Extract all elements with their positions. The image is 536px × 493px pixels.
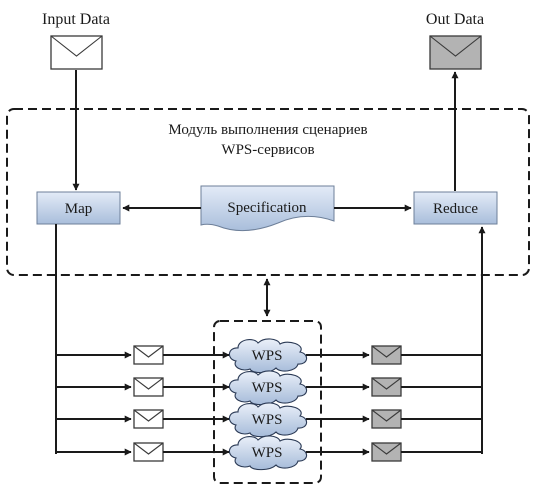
wps-cloud-icon (228, 435, 308, 471)
result-envelope-icon (371, 377, 402, 397)
module-title-line1: Модуль выполнения сценариев (168, 122, 367, 138)
result-envelope-icon (371, 442, 402, 462)
output-envelope-icon (429, 35, 482, 70)
message-envelope-icon (133, 442, 164, 462)
output-data-label: Out Data (426, 11, 484, 28)
wps-row: WPS (56, 370, 482, 406)
result-envelope-icon (371, 409, 402, 429)
wps-service-label: WPS (252, 380, 283, 396)
wps-row: WPS (56, 402, 482, 438)
scenario-execution-module (6, 108, 530, 276)
wps-rows: WPS WPS WPS WPS (56, 338, 482, 471)
message-envelope-icon (133, 409, 164, 429)
reduce-label: Reduce (433, 201, 478, 217)
wps-service-label: WPS (252, 348, 283, 364)
map-box: Map (36, 191, 121, 225)
wps-row: WPS (56, 435, 482, 471)
specification-label: Specification (227, 200, 307, 216)
map-label: Map (65, 201, 93, 217)
wps-service-label: WPS (252, 445, 283, 461)
wps-services-cluster (213, 320, 322, 484)
result-envelope-icon (371, 345, 402, 365)
module-title-line2: WPS-сервисов (221, 142, 314, 158)
input-data-label: Input Data (42, 11, 110, 28)
specification-document-icon: Specification (200, 185, 335, 232)
reduce-box: Reduce (413, 191, 498, 225)
wps-row: WPS (56, 338, 482, 374)
input-envelope-icon (50, 35, 103, 70)
message-envelope-icon (133, 377, 164, 397)
wps-service-label: WPS (252, 412, 283, 428)
wps-cloud-icon (228, 402, 308, 438)
message-envelope-icon (133, 345, 164, 365)
